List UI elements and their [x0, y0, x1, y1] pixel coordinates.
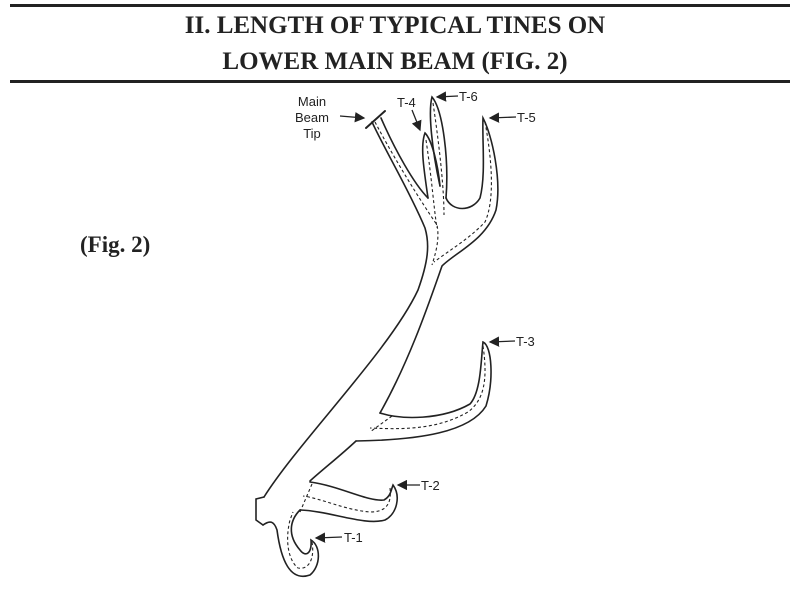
t5-label: T-5	[517, 110, 536, 125]
t2-label: T-2	[421, 478, 440, 493]
t3-arrow	[488, 336, 516, 347]
t6-arrow	[435, 91, 459, 102]
t5-arrow	[488, 112, 517, 123]
main-beam-tip-label-2: Beam	[295, 110, 329, 125]
t3-label: T-3	[516, 334, 535, 349]
main-beam-tip-label-3: Tip	[303, 126, 321, 141]
antler-outline	[255, 95, 499, 578]
t1-arrow	[314, 532, 343, 543]
bottom-rule	[10, 80, 790, 83]
section-title-line1: II. LENGTH OF TYPICAL TINES ON	[184, 12, 606, 39]
section-title-line2: LOWER MAIN BEAM (FIG. 2)	[222, 48, 568, 75]
t4-label: T-4	[397, 95, 416, 110]
main-beam-tip-label-1: Main	[298, 94, 326, 109]
figure-label: (Fig. 2)	[80, 232, 151, 257]
labels: Main Beam Tip T-4 T-6 T-5 T-3 T-2 T-1	[295, 89, 536, 545]
t6-label: T-6	[459, 89, 478, 104]
top-rule	[10, 4, 790, 7]
tine-measurement-lines	[287, 102, 492, 569]
main-beam-arrow	[339, 112, 366, 123]
t4-arrow	[411, 109, 422, 132]
t1-label: T-1	[344, 530, 363, 545]
